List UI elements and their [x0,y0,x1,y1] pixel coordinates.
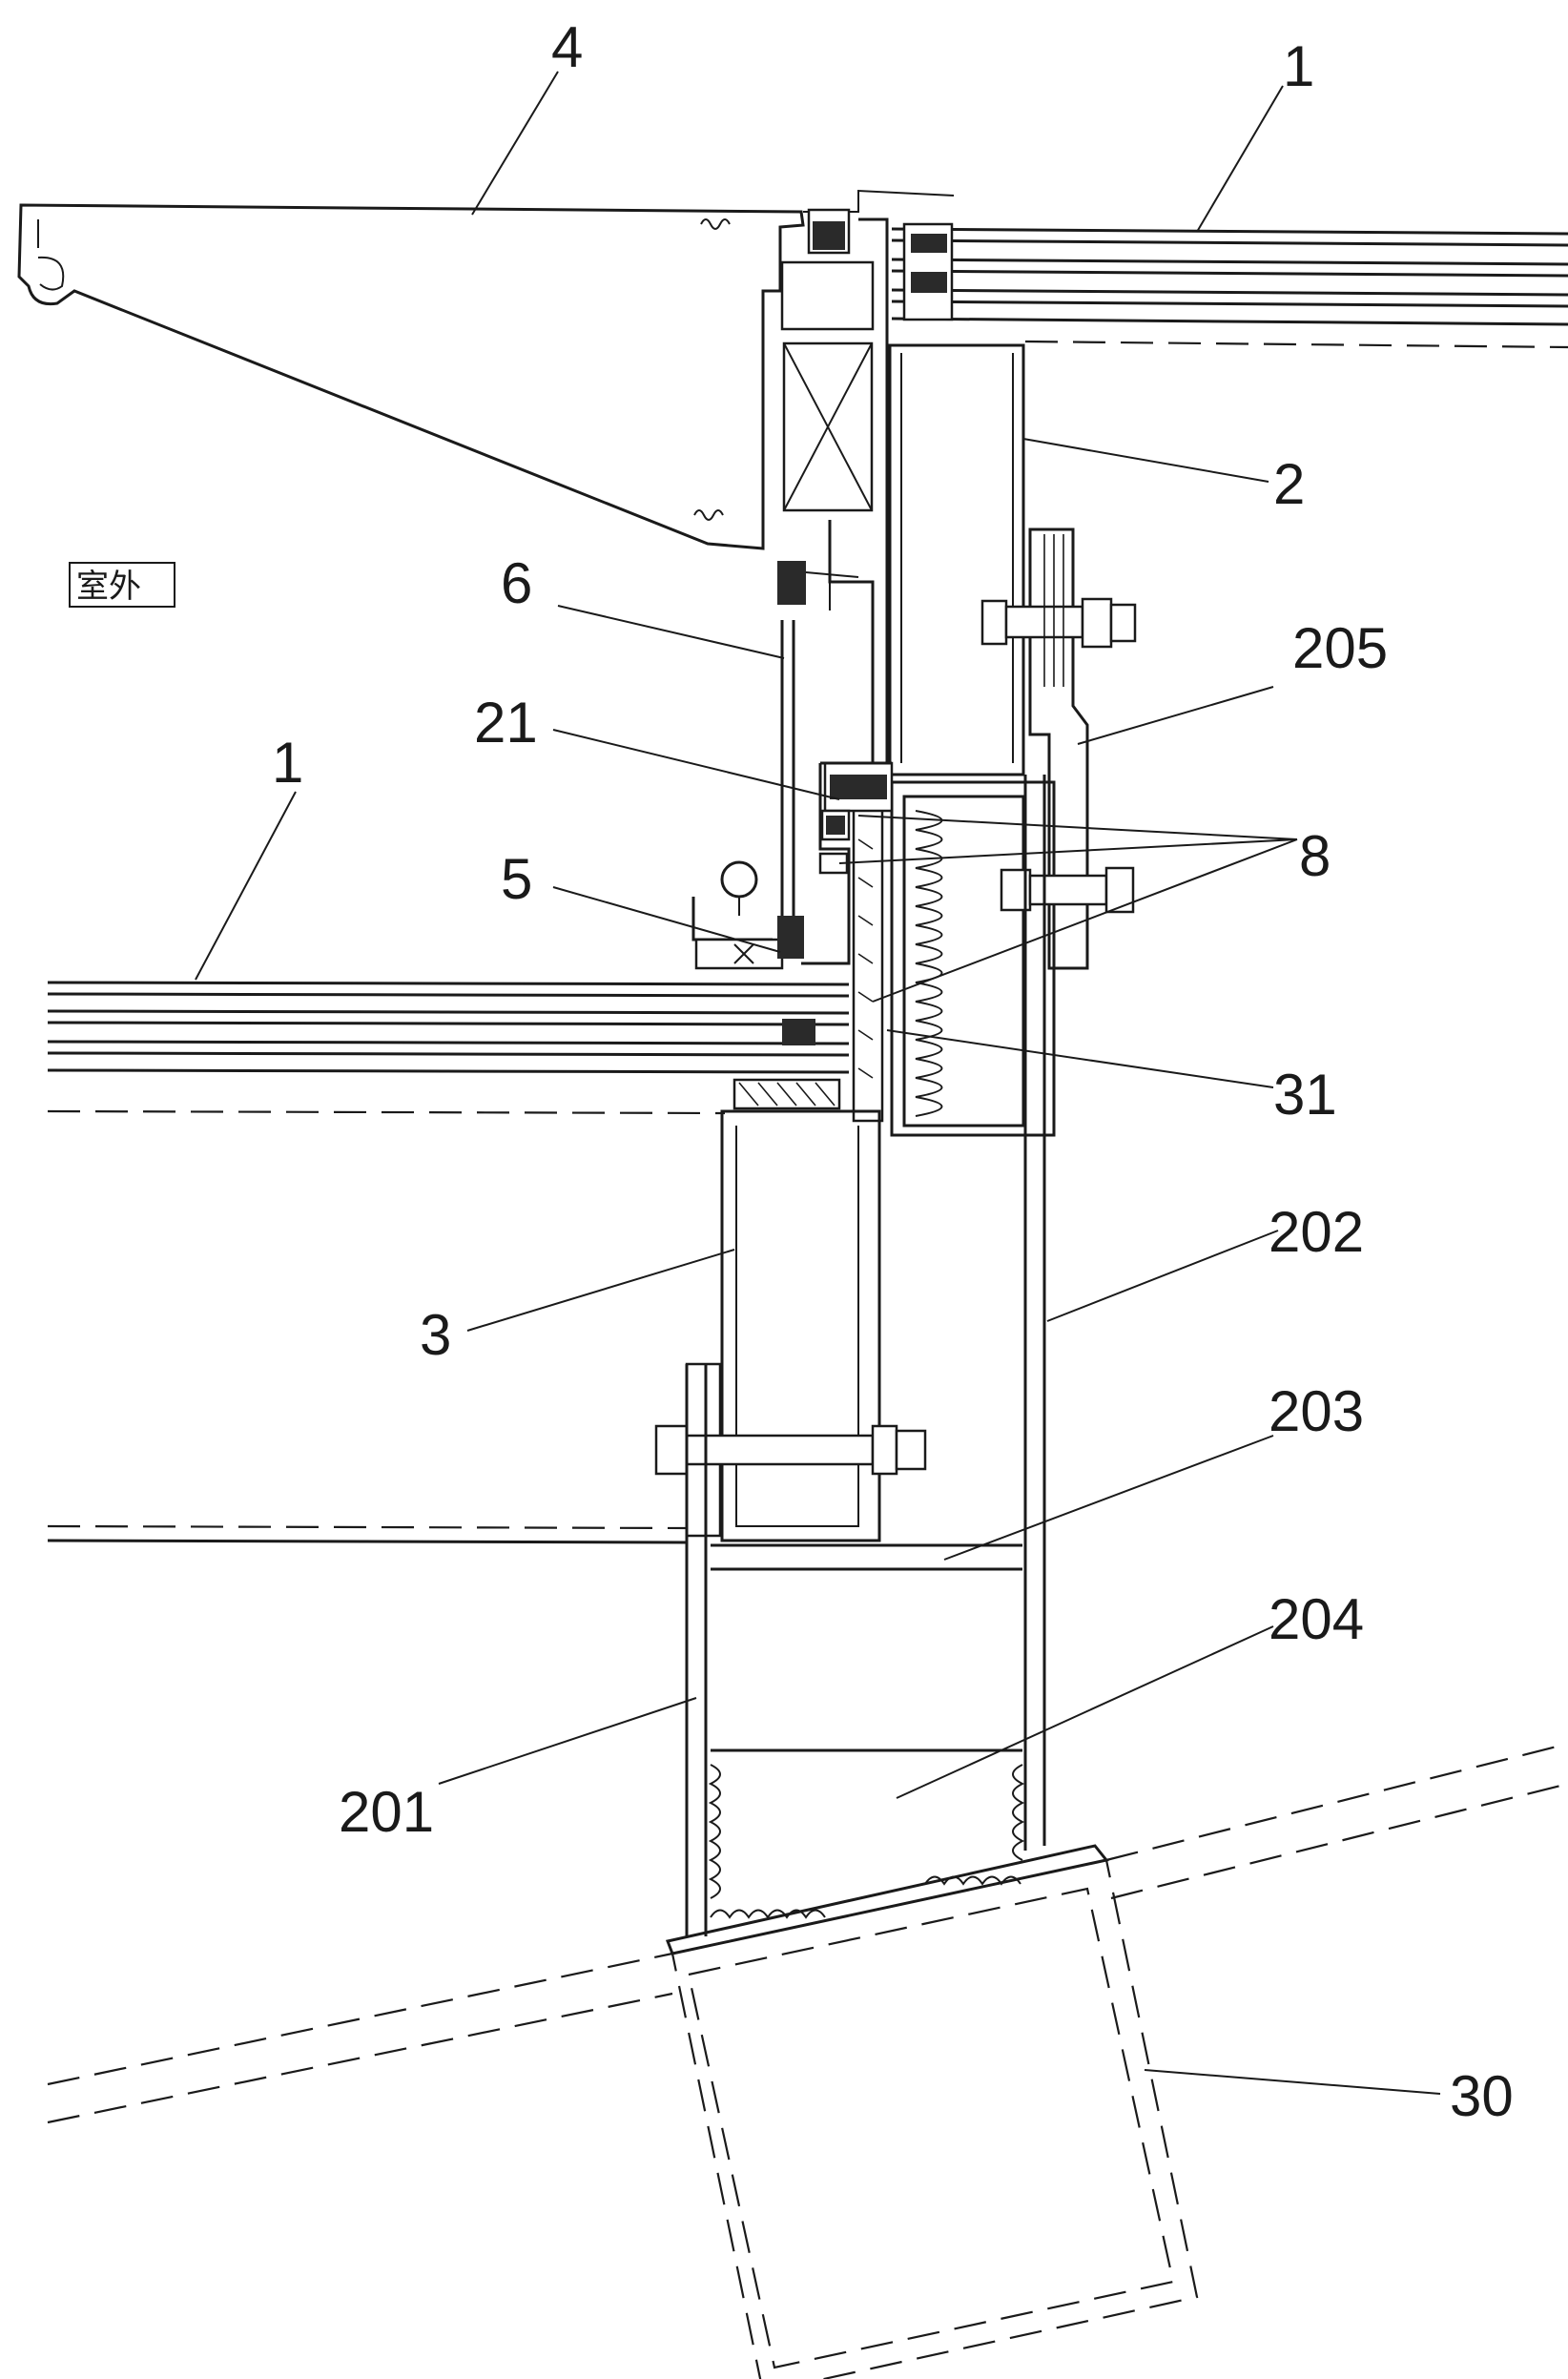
label-3: 3 [420,1303,451,1367]
plate-203 [711,1545,1022,1569]
outdoor-area-label: 室外 [70,563,175,607]
label-1-left: 1 [272,731,303,795]
pressure-plate-6 [782,620,794,940]
label-21: 21 [474,691,538,755]
label-8: 8 [1299,824,1331,888]
main-beam-30 [48,1744,1568,2379]
lower-tube-3 [722,1111,879,1541]
label-202: 202 [1269,1200,1364,1264]
label-4: 4 [551,15,583,79]
clip-5 [693,862,804,968]
support-post-202 [1025,775,1044,1851]
label-6: 6 [501,551,532,615]
central-clamp-assembly [777,210,952,763]
upper-tube-2 [890,345,1023,775]
label-205: 205 [1292,616,1388,680]
lower-glass-panel [48,983,849,1113]
outdoor-label-text: 室外 [76,568,141,606]
label-203: 203 [1269,1379,1364,1443]
upper-glass-panel [892,229,1568,347]
stiffener-204 [711,1750,1022,1898]
upper-bolt [982,534,1135,687]
label-1-top: 1 [1283,34,1314,98]
label-30: 30 [1450,2064,1514,2128]
label-5: 5 [501,847,532,911]
label-204: 204 [1269,1587,1364,1651]
label-2: 2 [1273,452,1305,516]
lower-bolt [48,1364,925,1542]
label-201: 201 [339,1780,434,1844]
label-31: 31 [1273,1063,1337,1127]
